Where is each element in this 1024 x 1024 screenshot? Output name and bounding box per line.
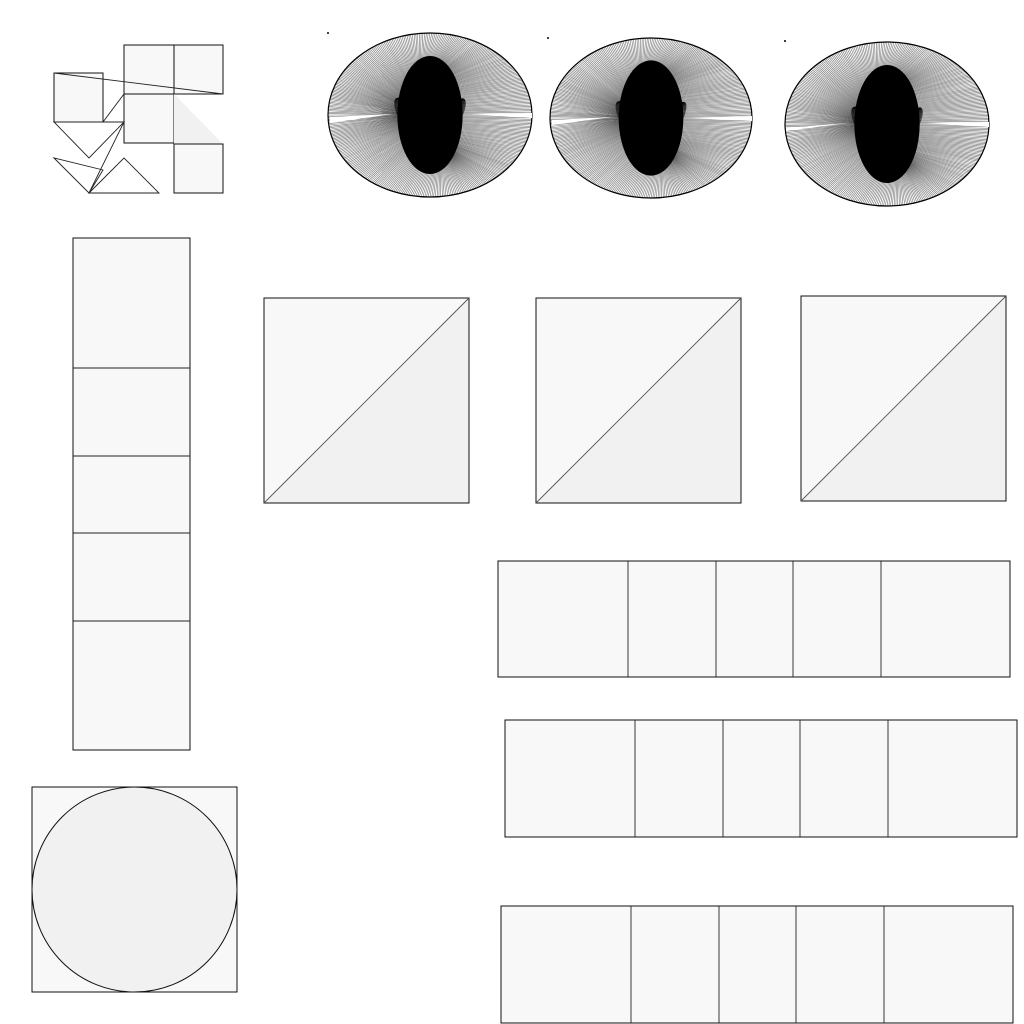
radial-burst-2 [547, 37, 753, 199]
diagonal-square-1 [263, 297, 470, 504]
net-triangle-left [52, 157, 104, 194]
horizontal-strip-1 [497, 560, 1011, 678]
vertical-strip-outline [72, 237, 191, 751]
net-square-2 [173, 44, 224, 95]
net-square-4 [173, 143, 224, 194]
circle-in-square [31, 786, 238, 993]
net-composite [52, 44, 224, 194]
net-line-b [102, 93, 125, 123]
vertical-strip [72, 237, 191, 751]
net-square-5 [53, 72, 104, 123]
net-line-a [53, 72, 224, 95]
net-square-3 [123, 93, 175, 144]
horizontal-strip-3 [500, 905, 1014, 1024]
net-triangle-down [52, 121, 126, 159]
net-square-1 [123, 44, 175, 95]
net-line-c [88, 121, 125, 194]
net-triangle-right [87, 157, 161, 194]
diagonal-square-2 [535, 297, 742, 504]
radial-burst-3 [784, 40, 990, 207]
net-shade-triangle [174, 94, 223, 144]
diagonal-square-3 [800, 295, 1007, 502]
horizontal-strip-2 [504, 719, 1018, 838]
radial-burst-1 [327, 32, 533, 198]
